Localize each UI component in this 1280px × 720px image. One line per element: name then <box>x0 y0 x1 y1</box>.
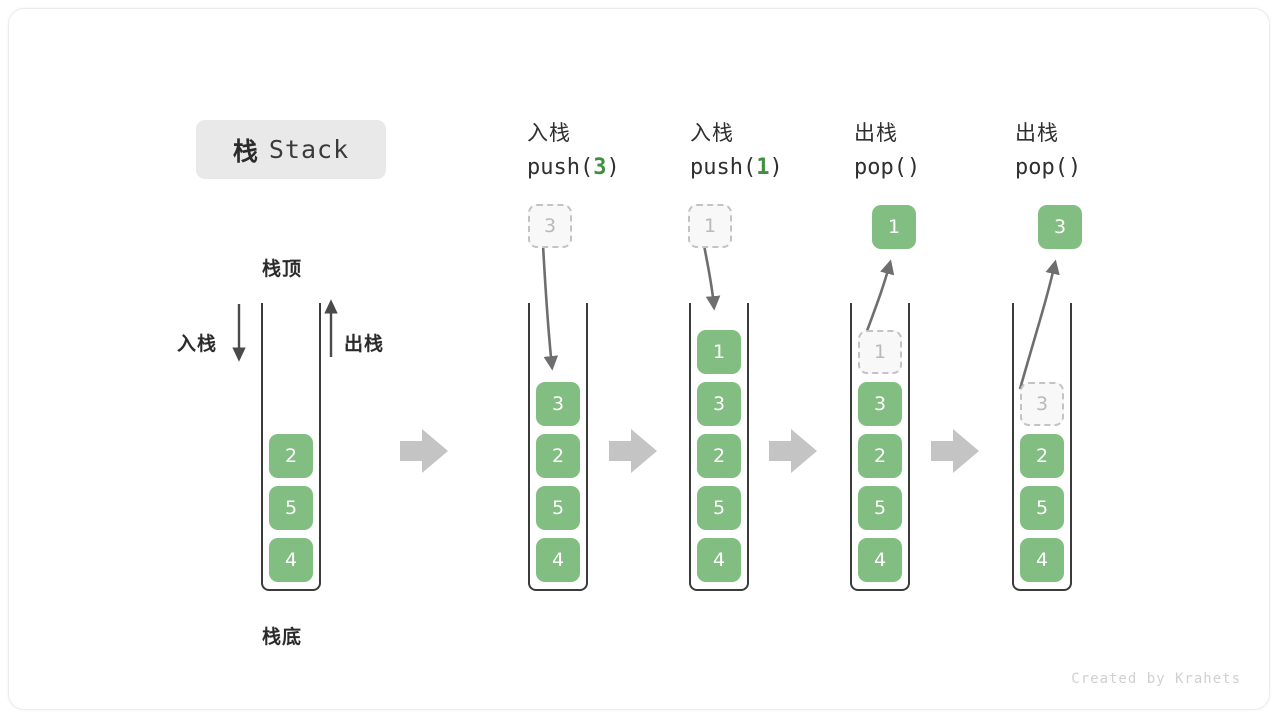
step-arrow-3 <box>769 429 817 473</box>
op-label-cn: 出栈 <box>854 121 898 145</box>
stack-cell: 5 <box>1020 486 1064 530</box>
op-code-prefix: pop( <box>854 155 907 180</box>
op-label-code: pop() <box>854 155 1054 180</box>
op-code-value: 1 <box>756 155 770 180</box>
op-header-pop-1: 出栈 pop() <box>854 117 1054 180</box>
stack-cell: 5 <box>858 486 902 530</box>
op-code-value: 3 <box>593 155 607 180</box>
push-direction-label: 入栈 <box>177 333 218 355</box>
stack-cell: 3 <box>858 382 902 426</box>
op-label-cn: 出栈 <box>1015 121 1059 145</box>
stack-cell: 4 <box>697 538 741 582</box>
incoming-ghost-cell: 1 <box>688 204 732 248</box>
op-label-code: push(1) <box>690 155 890 180</box>
diagram-card: 栈 Stack 栈顶 栈底 入栈 出栈 2 5 4 入栈 push(3) 3 3… <box>8 8 1270 710</box>
stack-frame-push-1 <box>689 303 749 591</box>
title-badge: 栈 Stack <box>196 120 386 179</box>
op-label-cn: 入栈 <box>690 121 734 145</box>
stack-bottom-label: 栈底 <box>262 626 303 648</box>
stack-cell: 2 <box>269 434 313 478</box>
popped-value-cell: 1 <box>872 205 916 249</box>
op-code-suffix: ) <box>1067 155 1082 180</box>
stack-cell: 5 <box>536 486 580 530</box>
stack-cell: 5 <box>269 486 313 530</box>
title-english: Stack <box>268 135 350 164</box>
popped-value-cell: 3 <box>1038 205 1082 249</box>
title-chinese: 栈 <box>232 136 259 166</box>
stack-cell: 4 <box>1020 538 1064 582</box>
op-code-prefix: push( <box>527 155 594 180</box>
stack-frame-push-3 <box>528 303 588 591</box>
stack-cell: 4 <box>858 538 902 582</box>
stack-cell: 3 <box>697 382 741 426</box>
vacated-ghost-cell: 3 <box>1020 382 1064 426</box>
vacated-ghost-cell: 1 <box>858 330 902 374</box>
op-label-code: pop() <box>1015 155 1215 180</box>
op-code-suffix: ) <box>769 155 783 180</box>
op-label-code: push(3) <box>527 155 727 180</box>
step-arrow-4 <box>931 429 979 473</box>
stack-cell: 2 <box>1020 434 1064 478</box>
op-header-push-1: 入栈 push(1) <box>690 117 890 180</box>
stack-frame-pop-3 <box>1012 303 1072 591</box>
stack-frame-initial <box>261 303 321 591</box>
stack-cell: 3 <box>536 382 580 426</box>
stack-cell: 2 <box>536 434 580 478</box>
arrow-layer <box>232 244 1060 473</box>
op-code-prefix: push( <box>690 155 757 180</box>
stack-cell: 1 <box>697 330 741 374</box>
incoming-ghost-cell: 3 <box>528 204 572 248</box>
stack-cell: 2 <box>697 434 741 478</box>
op-code-suffix: ) <box>606 155 620 180</box>
stack-cell: 4 <box>536 538 580 582</box>
stack-cell: 4 <box>269 538 313 582</box>
op-code-suffix: ) <box>906 155 921 180</box>
pop-direction-label: 出栈 <box>344 333 385 355</box>
op-header-push-3: 入栈 push(3) <box>527 117 727 180</box>
push-arrow-1 <box>702 244 721 311</box>
stack-top-label: 栈顶 <box>262 258 303 280</box>
op-label-cn: 入栈 <box>527 121 571 145</box>
stack-frame-pop-1 <box>850 303 910 591</box>
op-code-prefix: pop( <box>1015 155 1068 180</box>
op-header-pop-3: 出栈 pop() <box>1015 117 1215 180</box>
footer-credit: Created by Krahets <box>1071 671 1241 687</box>
stack-cell: 5 <box>697 486 741 530</box>
step-arrow-2 <box>609 429 657 473</box>
stack-cell: 2 <box>858 434 902 478</box>
step-arrow-1 <box>400 429 448 473</box>
